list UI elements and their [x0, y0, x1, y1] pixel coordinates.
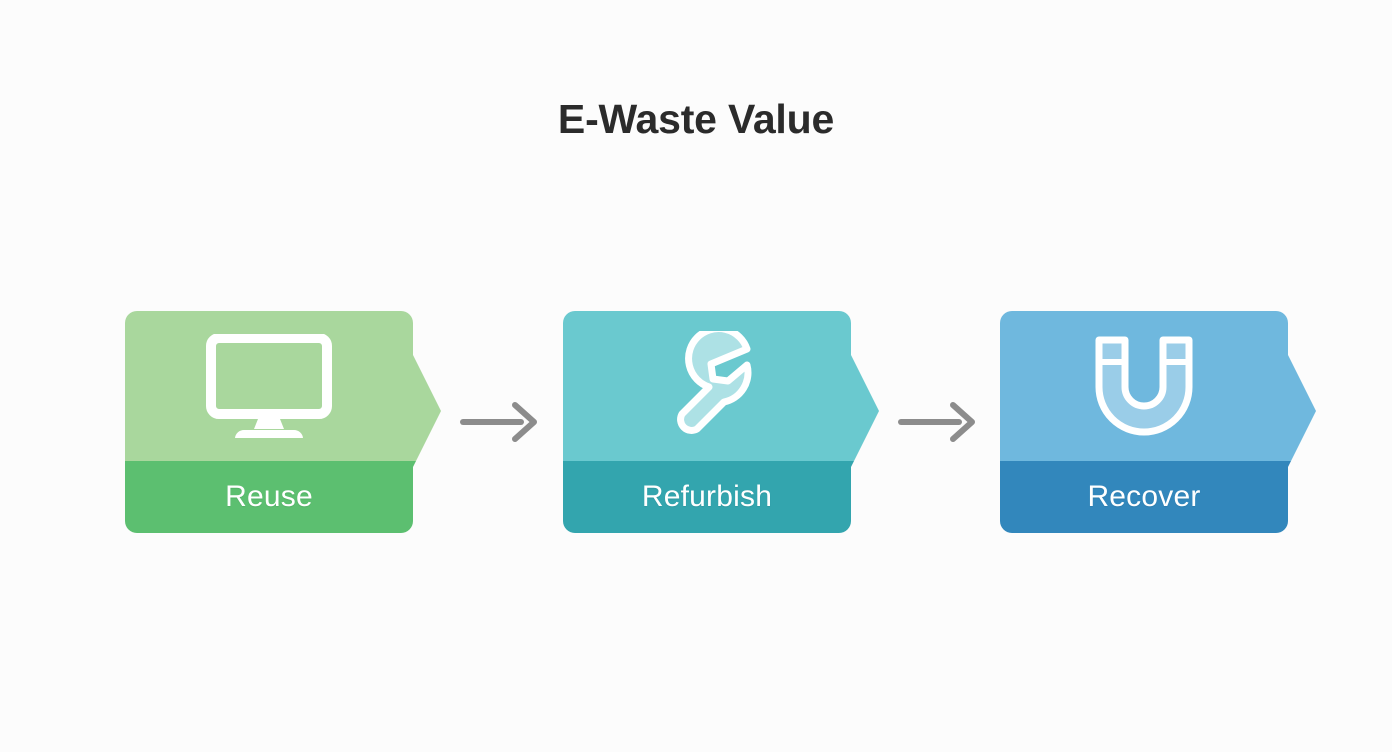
stage-card-refurbish[interactable]: Refurbish	[563, 311, 879, 533]
arrow-refurbish-to-recover	[883, 399, 993, 445]
stage-card-refurbish-shape	[563, 311, 879, 533]
process-flow-row: Reuse	[125, 311, 1316, 533]
arrow-right-icon	[898, 402, 975, 442]
stage-icon-wrap-recover	[1000, 311, 1288, 461]
wrench-icon	[677, 331, 752, 434]
page-title: E-Waste Value	[557, 96, 835, 142]
stage-icon-wrap-reuse	[125, 311, 413, 461]
stage-card-recover[interactable]: Recover	[1000, 311, 1316, 533]
stage-card-recover-shape	[1000, 311, 1316, 533]
magnet-icon	[1095, 336, 1193, 436]
stage-card-reuse[interactable]: Reuse	[125, 311, 441, 533]
monitor-icon	[206, 334, 332, 438]
stage-icon-wrap-refurbish	[563, 311, 851, 461]
arrow-reuse-to-refurbish	[445, 399, 555, 445]
arrow-right-icon	[460, 402, 537, 442]
